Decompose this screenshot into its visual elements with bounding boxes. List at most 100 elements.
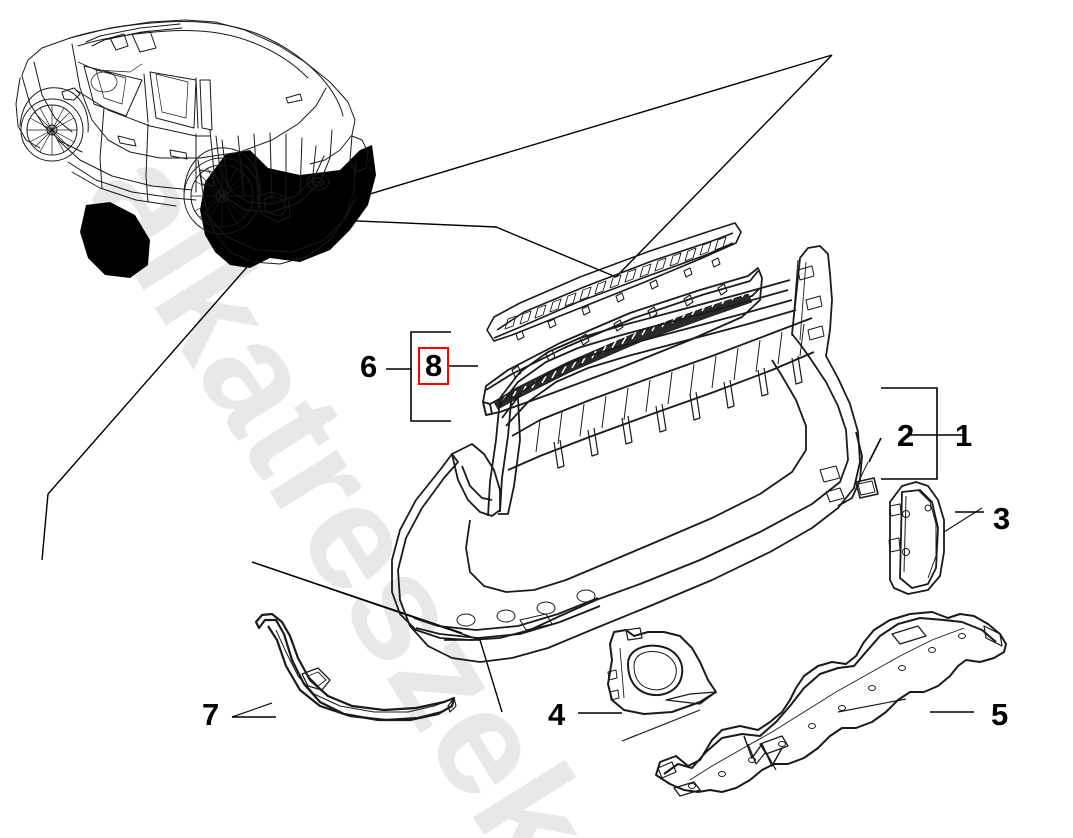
tow-cap-face xyxy=(857,480,876,496)
leader-diagonal-left xyxy=(47,217,291,495)
car-tailgate-ribs-2 xyxy=(237,135,245,197)
part-6-sill-strip-upper xyxy=(486,222,742,342)
leader-lines xyxy=(41,54,833,713)
trim-leader xyxy=(231,702,273,718)
car-door-handle-2 xyxy=(169,149,188,160)
leader-diagonal-left-2 xyxy=(41,493,49,561)
bumper-right-end xyxy=(837,431,863,507)
car-door-line-1 xyxy=(99,107,105,189)
strip-lower-top-face xyxy=(485,270,759,391)
strip-upper-lower-edge xyxy=(493,242,734,339)
vehicle-illustration xyxy=(15,19,376,278)
highlighted-bumper-region-2 xyxy=(80,202,150,278)
bumper-lower-lip-2 xyxy=(413,597,599,631)
callout-number-6[interactable]: 6 xyxy=(360,349,378,384)
rear-wheel-spokes xyxy=(190,164,254,228)
interior-seat-2 xyxy=(155,73,189,119)
bezel-clip-left xyxy=(607,669,618,681)
car-body-outline xyxy=(21,19,356,165)
beam-leader xyxy=(837,698,907,713)
bracket-1-2 xyxy=(881,387,938,480)
beam-inner-line-1 xyxy=(689,627,965,781)
interior-dash xyxy=(77,61,143,73)
bracket-curve xyxy=(917,489,937,579)
trim-end-cap xyxy=(447,697,457,713)
beam-end-tab-left xyxy=(657,761,677,779)
antenna xyxy=(285,93,303,104)
bezel-opening xyxy=(627,644,684,696)
bumper-upper-rail xyxy=(505,309,797,427)
callout-number-4[interactable]: 4 xyxy=(548,697,566,732)
part-8-sill-strip-lower xyxy=(482,267,763,416)
trim-notch-inner xyxy=(307,671,327,687)
strip-upper-slots xyxy=(504,236,727,330)
car-door-line-2 xyxy=(145,123,149,203)
callout-connectors xyxy=(232,331,984,718)
bracket-6-8 xyxy=(410,331,451,422)
strip-lower-end-cap xyxy=(482,401,493,416)
callout-number-7[interactable]: 7 xyxy=(202,697,220,732)
tail-light-left-inner xyxy=(263,195,287,217)
bezel-opening-inner xyxy=(633,651,677,691)
trim-inner-line xyxy=(267,625,443,722)
part-7-lower-trim-moulding xyxy=(231,612,457,722)
bumper-floor-ribs xyxy=(535,323,805,453)
strip-upper-inner-edge xyxy=(496,232,734,331)
bumper-right-tab xyxy=(819,465,841,483)
beam-upper-edge xyxy=(663,617,997,775)
callout-number-5[interactable]: 5 xyxy=(991,697,1009,732)
car-rear-bumper-line xyxy=(203,195,357,253)
bumper-vertical-divider-2 xyxy=(499,391,513,513)
leader-from-car-mid xyxy=(289,217,617,278)
strip-upper-clips xyxy=(515,257,721,341)
bumper-edge-highlight xyxy=(791,259,799,337)
roof-detail-2 xyxy=(131,30,157,53)
rear-wheel-arch xyxy=(183,147,261,197)
car-window-rear xyxy=(149,71,197,129)
interior-seat-1 xyxy=(95,69,127,105)
bumper-shelf-edge xyxy=(497,289,789,409)
interior-steering xyxy=(90,71,118,93)
leader-to-bumper xyxy=(251,561,463,634)
callout-number-8-highlighted[interactable]: 8 xyxy=(418,347,450,385)
tow-cap-leader xyxy=(857,461,869,484)
car-door-handle-1 xyxy=(117,135,137,147)
trim-face-line xyxy=(275,629,451,713)
part-3-side-bracket xyxy=(888,481,983,595)
bumper-left-wing-inner xyxy=(451,443,501,517)
callout-number-2[interactable]: 2 xyxy=(897,418,915,453)
rear-emblem xyxy=(306,173,330,191)
beam-end-tab-right xyxy=(983,625,1003,647)
car-tailgate-ribs-4 xyxy=(269,132,273,203)
car-roof xyxy=(69,21,344,117)
bumper-lower-lip xyxy=(415,605,601,639)
front-wheel-spokes xyxy=(26,104,78,156)
bumper-upper-tabs xyxy=(797,265,825,341)
callout-number-3[interactable]: 3 xyxy=(993,501,1011,536)
car-tailgate xyxy=(197,159,357,265)
front-wheel xyxy=(20,98,84,162)
beam-center-notch xyxy=(743,735,783,767)
car-fuel-door xyxy=(199,169,215,187)
car-pillar-c xyxy=(195,77,199,129)
rear-emblem-inner xyxy=(311,177,325,187)
part-1-rear-bumper-cover xyxy=(391,245,863,663)
car-window-front xyxy=(83,65,143,117)
car-tailgate-ribs-3 xyxy=(253,133,259,201)
bumper-left-wing-detail xyxy=(461,465,493,501)
car-beltline xyxy=(75,89,211,137)
leader-from-car-upper xyxy=(289,54,833,219)
car-rear-window xyxy=(209,129,333,213)
bezel-outline xyxy=(607,629,717,715)
bumper-outer-shell xyxy=(391,245,861,663)
bracket-front-face xyxy=(899,489,939,589)
callout-number-1[interactable]: 1 xyxy=(955,418,973,453)
bracket-outline xyxy=(889,481,945,595)
bezel-upper-tab xyxy=(625,627,643,641)
bumper-shelf-edge-2 xyxy=(501,299,793,419)
part-2-tow-hook-cap xyxy=(855,461,879,499)
car-pillar-b xyxy=(143,73,149,123)
strip-lower-outline xyxy=(482,267,763,416)
part-4-fog-lamp-bezel xyxy=(607,627,717,742)
